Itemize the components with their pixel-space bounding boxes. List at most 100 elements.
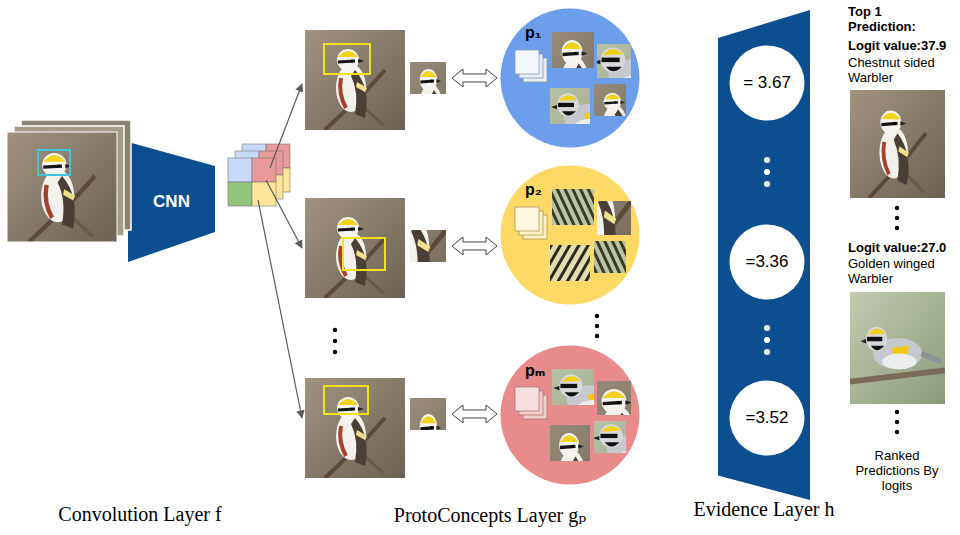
prediction-images [895,430,899,434]
prediction-images [895,206,899,210]
node-label: pₘ [525,361,545,380]
prototype-patches [550,245,590,281]
evidence-value: =3.52 [729,380,805,456]
node-label: =3.36 [745,252,788,272]
prototype-patches [515,50,539,74]
evidence-ellipsis [764,169,770,175]
logit-value-holder: Logit value:37.9 [848,38,958,53]
evidence-layer-shape [718,10,810,500]
patch-images [305,378,405,478]
ranking-note: Ranked Predictions By logits [852,448,942,493]
patch-images [324,44,370,74]
layer-caption: Convolution Layer f [20,503,260,526]
similarity-arrows [452,69,497,87]
prototype-patches [595,314,599,318]
evidence-value-shape [730,225,805,300]
patch-images [324,386,368,414]
prototype-patches [515,387,539,411]
node-label: =3.52 [745,408,788,428]
prediction-heading: Top 1 Prediction: [848,4,948,34]
protoconcept-circle-shape [500,345,640,485]
logit-value-holder: Logit value:27.0 [848,240,958,255]
evidence-value: = 3.67 [729,45,805,121]
feature-map [228,144,290,206]
protoconcept-circle: p₁ [500,8,640,148]
prediction-images [895,216,899,220]
evidence-ellipsis [764,181,770,187]
node-label: CNN [153,192,190,212]
evidence-layer: Evidence Layer h= 3.67=3.36=3.52 [718,10,810,500]
layer-caption-holder: ProtoConcepts Layer gₚ [350,503,630,527]
patch-images [333,350,337,354]
protoconcept-circle-shape [501,346,640,485]
similarity-arrows [452,69,497,423]
protoconcept-circle-shape [501,9,640,148]
prediction-heading-holder: Top 1 Prediction: [848,4,948,34]
class-name-holder: Golden winged Warbler [848,256,953,286]
logit-value: Logit value:37.9 [848,38,958,53]
evidence-value-shape [730,46,805,121]
node-label: p₂ [525,181,542,199]
layer-caption: ProtoConcepts Layer gₚ [350,503,630,527]
evidence-ellipsis [764,337,770,343]
protoconcept-circle: p₂ [500,165,640,305]
prediction-images [895,420,899,424]
node-label: = 3.67 [743,73,791,93]
patch-images [343,238,385,270]
prediction-images [895,226,899,230]
protoconcept-circle-shape [500,8,640,148]
patch-images [305,30,405,130]
patch-crops [394,50,474,150]
input-image-stack [7,132,117,242]
evidence-ellipsis [764,325,770,331]
prediction-images [895,410,899,414]
similarity-arrows [452,237,497,255]
prediction-images [850,292,945,404]
patch-arrows [270,84,302,168]
feature-map [228,158,276,206]
feature-map [228,182,252,206]
patch-arrows [266,180,302,248]
cnn-block-shape [128,142,215,262]
evidence-value: =3.36 [729,224,805,300]
class-name: Golden winged Warbler [848,256,953,286]
evidence-ellipsis [764,157,770,163]
input-image-stack [7,132,117,242]
layer-caption: Evidence Layer h [693,498,834,521]
patch-arrows [258,200,302,418]
patch-crops [356,50,476,507]
ranking-note-holder: Ranked Predictions By logits [852,448,942,493]
evidence-ellipsis [764,349,770,355]
layer-caption-holder: Convolution Layer f [20,503,260,526]
protoconcept-circle-shape [500,165,640,305]
input-image-stack [38,150,70,175]
logit-value: Logit value:27.0 [848,240,958,255]
protoconcept-circle-shape [501,166,640,305]
patch-crops [356,172,476,300]
patch-images [305,30,405,478]
prototype-patches [595,324,599,328]
feature-map [252,182,276,206]
patch-images [333,328,337,332]
protoconcept-circle: pₘ [500,345,640,485]
node-label: p₁ [525,24,541,42]
class-name-holder: Chestnut sided Warbler [848,55,953,85]
patch-crops [394,50,474,150]
input-image-stack [7,120,131,242]
prototype-patches [595,334,599,338]
prototype-patches [594,241,626,273]
cnn-block: CNN [128,142,215,262]
prototype-patches [552,189,594,225]
similarity-arrows [452,405,497,423]
patch-images [333,339,337,343]
patch-crops [356,172,476,300]
evidence-value-shape [730,381,805,456]
feature-map [228,158,252,182]
patch-images [305,198,405,298]
patch-arrows [258,84,302,418]
prediction-images [850,90,945,198]
class-name: Chestnut sided Warbler [848,55,953,85]
prototype-patches [515,207,539,231]
